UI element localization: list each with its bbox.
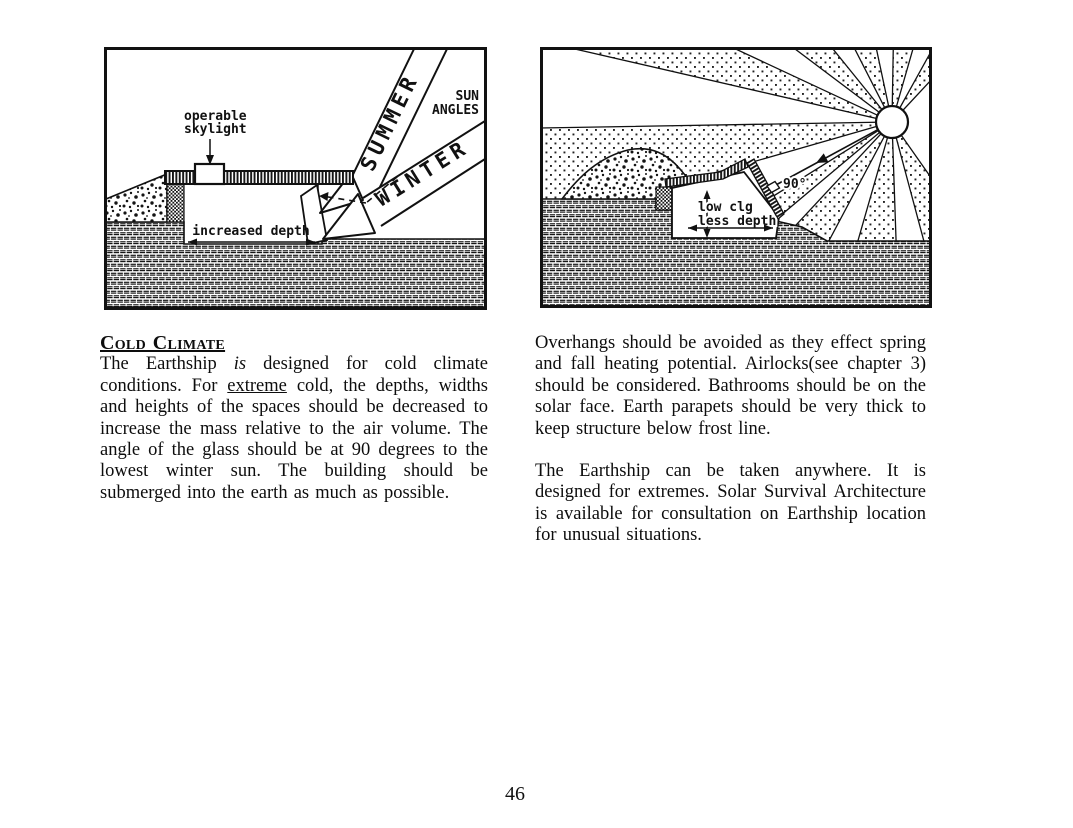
summer-beam (345, 49, 447, 191)
overhangs-paragraph: Overhangs should be avoided as they effe… (535, 333, 926, 439)
left-text-column: Cold Climate The Earthship is designed f… (100, 332, 488, 504)
underlined-extreme: extreme (227, 375, 287, 396)
cold-climate-section-diagram: operable skylight SUMMER WINTER SUN ANGL… (104, 47, 487, 310)
less-depth-label: less depth (698, 214, 776, 229)
sun-angles-label: SUN ANGLES (432, 89, 479, 118)
diagram-frame (104, 47, 487, 310)
para-text: The Earthship (100, 354, 234, 375)
reflected-ray-dashed-arrow (319, 176, 398, 204)
angled-glass (746, 158, 785, 221)
sun-ray-arrow (773, 121, 893, 187)
para-text: designed for cold climate conditions. Fo… (100, 354, 488, 396)
emphasis-is: is (233, 354, 247, 375)
right-angle-marker (765, 180, 781, 194)
sun (874, 104, 910, 140)
right-text-column: Overhangs should be avoided as they effe… (535, 333, 926, 547)
less-depth-arrow (688, 224, 773, 232)
diagram-frame (540, 47, 932, 308)
sun-angle-section-diagram: low clg less depth 90° (540, 47, 932, 308)
para-text: cold, the depths, widths and heights of … (100, 375, 488, 503)
cold-climate-paragraph: The Earthship is designed for cold clima… (100, 354, 488, 504)
rear-wall (166, 183, 185, 223)
winter-arrowhead (322, 193, 376, 240)
roof (664, 158, 749, 188)
anywhere-paragraph: The Earthship can be taken anywhere. It … (535, 461, 926, 546)
skylight (193, 162, 226, 186)
winter-beam (363, 121, 485, 226)
operable-skylight-label: operable skylight (184, 109, 247, 165)
low-clg-label: low clg (698, 200, 753, 215)
rear-wall (655, 186, 673, 211)
angled-glass (300, 183, 329, 246)
svg-text:SUN: SUN (456, 89, 480, 104)
roof (164, 170, 354, 185)
ninety-degree-label: 90° (783, 177, 806, 192)
section-heading: Cold Climate (100, 332, 226, 354)
svg-text:skylight: skylight (184, 122, 247, 137)
svg-text:operable: operable (184, 109, 247, 124)
svg-text:increased depth: increased depth (192, 224, 309, 239)
svg-text:ANGLES: ANGLES (432, 103, 479, 118)
page-number: 46 (505, 783, 525, 805)
increased-depth-label: increased depth (188, 224, 315, 246)
